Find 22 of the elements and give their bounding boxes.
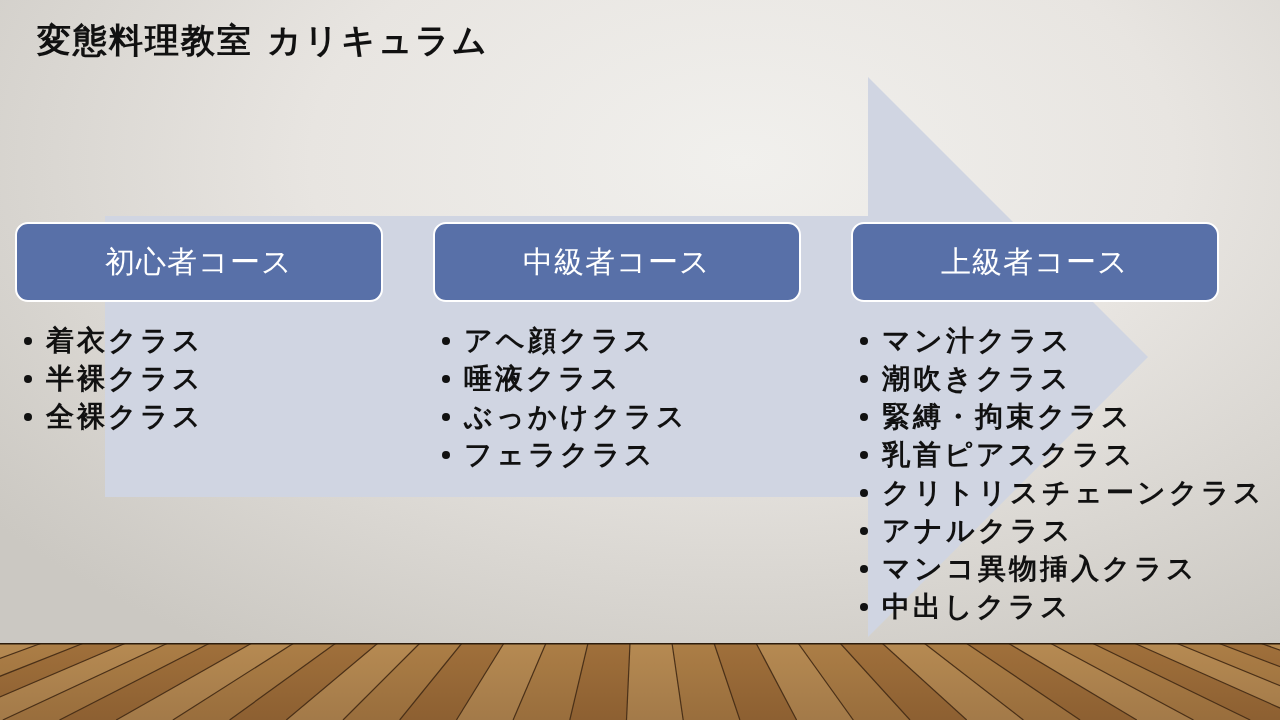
- class-item: クリトリスチェーンクラス: [882, 475, 1265, 511]
- course-title: 初心者コース: [105, 243, 293, 281]
- class-item: 緊縛・拘束クラス: [882, 399, 1133, 435]
- class-item: 唾液クラス: [464, 361, 622, 397]
- class-item: 着衣クラス: [46, 323, 204, 359]
- class-item: 全裸クラス: [46, 399, 204, 435]
- class-item: 半裸クラス: [46, 361, 204, 397]
- course-box: [15, 222, 383, 302]
- class-item: 乳首ピアスクラス: [882, 437, 1136, 473]
- class-item: フェラクラス: [464, 437, 656, 473]
- class-item: 潮吹きクラス: [882, 361, 1072, 397]
- class-item: アヘ顔クラス: [464, 323, 655, 359]
- class-item: マンコ異物挿入クラス: [882, 551, 1198, 587]
- course-box: [433, 222, 801, 302]
- class-item: 中出しクラス: [882, 589, 1072, 625]
- slide-title: 変態料理教室 カリキュラム: [37, 19, 489, 62]
- class-item: マン汁クラス: [882, 323, 1073, 359]
- class-item: ぶっかけクラス: [464, 399, 688, 435]
- class-item: アナルクラス: [882, 513, 1074, 549]
- course-box: [851, 222, 1219, 302]
- course-title: 上級者コース: [941, 243, 1129, 281]
- course-title: 中級者コース: [523, 243, 711, 281]
